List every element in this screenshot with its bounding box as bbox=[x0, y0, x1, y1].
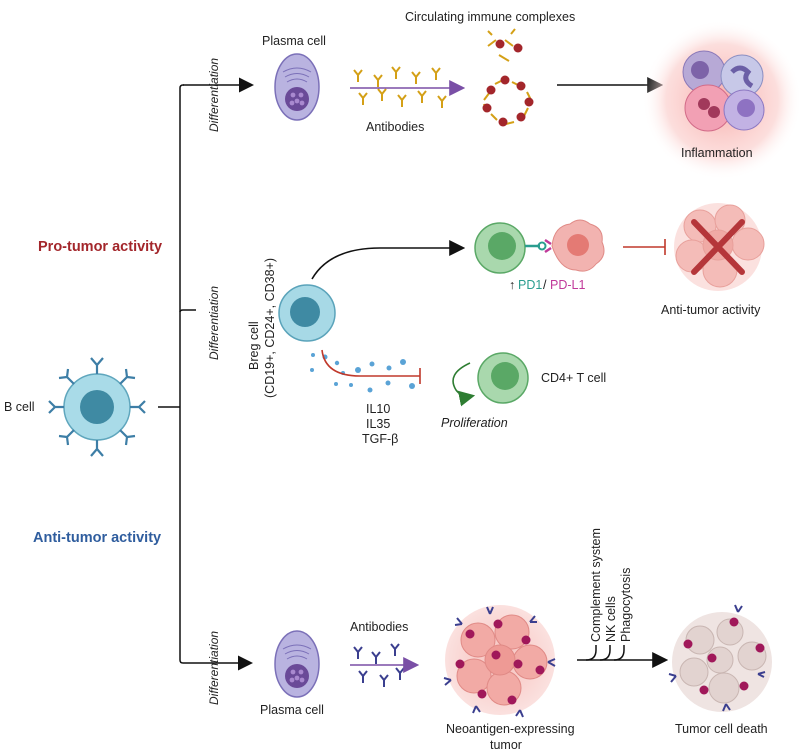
differentiation-label-3: Differentiation bbox=[207, 631, 221, 705]
breg-label-line1: Breg cell bbox=[247, 321, 261, 370]
arrow-to-t-cell bbox=[311, 240, 466, 280]
circulating-label: Circulating immune complexes bbox=[405, 10, 575, 24]
anti-tumor-activity-label: Anti-tumor activity bbox=[661, 303, 761, 317]
il35-label: IL35 bbox=[366, 417, 390, 431]
antibodies-label-top: Antibodies bbox=[366, 120, 424, 134]
tumor-cluster-cross-icon bbox=[674, 203, 765, 291]
slash-label: / bbox=[543, 278, 547, 292]
tumor-death-label: Tumor cell death bbox=[675, 722, 768, 736]
pro-tumor-title: Pro-tumor activity bbox=[38, 239, 162, 255]
cross-icon bbox=[691, 219, 745, 275]
plasma-cell-label-top: Plasma cell bbox=[262, 34, 326, 48]
immune-complexes-icon bbox=[482, 28, 534, 127]
mechanism-branches bbox=[585, 645, 625, 661]
inflammation-label: Inflammation bbox=[681, 146, 753, 160]
il10-label: IL10 bbox=[366, 402, 390, 416]
pd1-label: PD1 bbox=[518, 278, 542, 292]
antibodies-label-bottom: Antibodies bbox=[350, 620, 408, 634]
branch-bracket bbox=[158, 84, 196, 664]
complement-label: Complement system bbox=[589, 528, 603, 642]
anti-tumor-title: Anti-tumor activity bbox=[33, 530, 161, 546]
cytokines-icon bbox=[310, 353, 415, 393]
tumor-death-icon bbox=[668, 604, 772, 712]
pd-up-arrow: ↑ bbox=[509, 278, 515, 292]
pd1-pdl1-interaction-icon bbox=[525, 238, 552, 254]
tumor-cell-small-icon bbox=[551, 219, 605, 272]
b-cell-label: B cell bbox=[4, 400, 35, 414]
differentiation-label-1: Differentiation bbox=[207, 58, 221, 132]
proliferation-loop-icon bbox=[452, 362, 476, 407]
plasma-cell-icon-bottom bbox=[274, 630, 320, 698]
neoantigen-label-line1: Neoantigen-expressing bbox=[446, 722, 575, 736]
cd4-label: CD4+ T cell bbox=[541, 371, 606, 385]
neoantigen-label-line2: tumor bbox=[490, 738, 522, 752]
plasma-cell-icon-top bbox=[274, 53, 320, 121]
b-cell-icon bbox=[48, 357, 146, 457]
nk-label: NK cells bbox=[604, 596, 618, 642]
antibodies-cluster-bottom bbox=[353, 643, 405, 687]
breg-label-line2: (CD19+, CD24+, CD38+) bbox=[263, 258, 277, 398]
plasma-cell-label-bottom: Plasma cell bbox=[260, 703, 324, 717]
phagocytosis-label: Phagocytosis bbox=[619, 568, 633, 642]
inflammation-cells-icon bbox=[682, 50, 765, 132]
pdl1-label: PD-L1 bbox=[550, 278, 585, 292]
breg-cell-icon bbox=[278, 284, 336, 342]
proliferation-label: Proliferation bbox=[441, 416, 508, 430]
tgfb-label: TGF-β bbox=[362, 432, 398, 446]
differentiation-label-2: Differentiation bbox=[207, 286, 221, 360]
t-cell-icon bbox=[474, 222, 526, 274]
cd4-t-cell-icon bbox=[477, 352, 529, 404]
inhibition-line-t-cell bbox=[321, 349, 421, 384]
antibodies-cluster-top bbox=[353, 66, 447, 108]
neoantigen-tumor-icon bbox=[443, 605, 556, 718]
inhibition-line-anti-tumor bbox=[623, 239, 666, 255]
